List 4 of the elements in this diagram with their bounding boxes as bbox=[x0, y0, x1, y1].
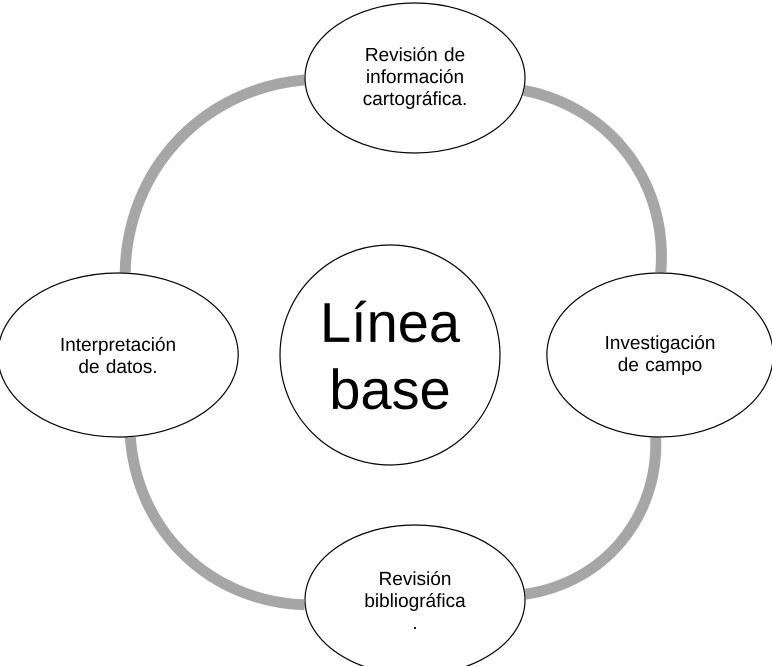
ring-arc bbox=[522, 85, 667, 273]
ring-arc bbox=[124, 436, 306, 610]
ring-arc bbox=[524, 437, 662, 600]
ring-arc bbox=[120, 74, 306, 273]
